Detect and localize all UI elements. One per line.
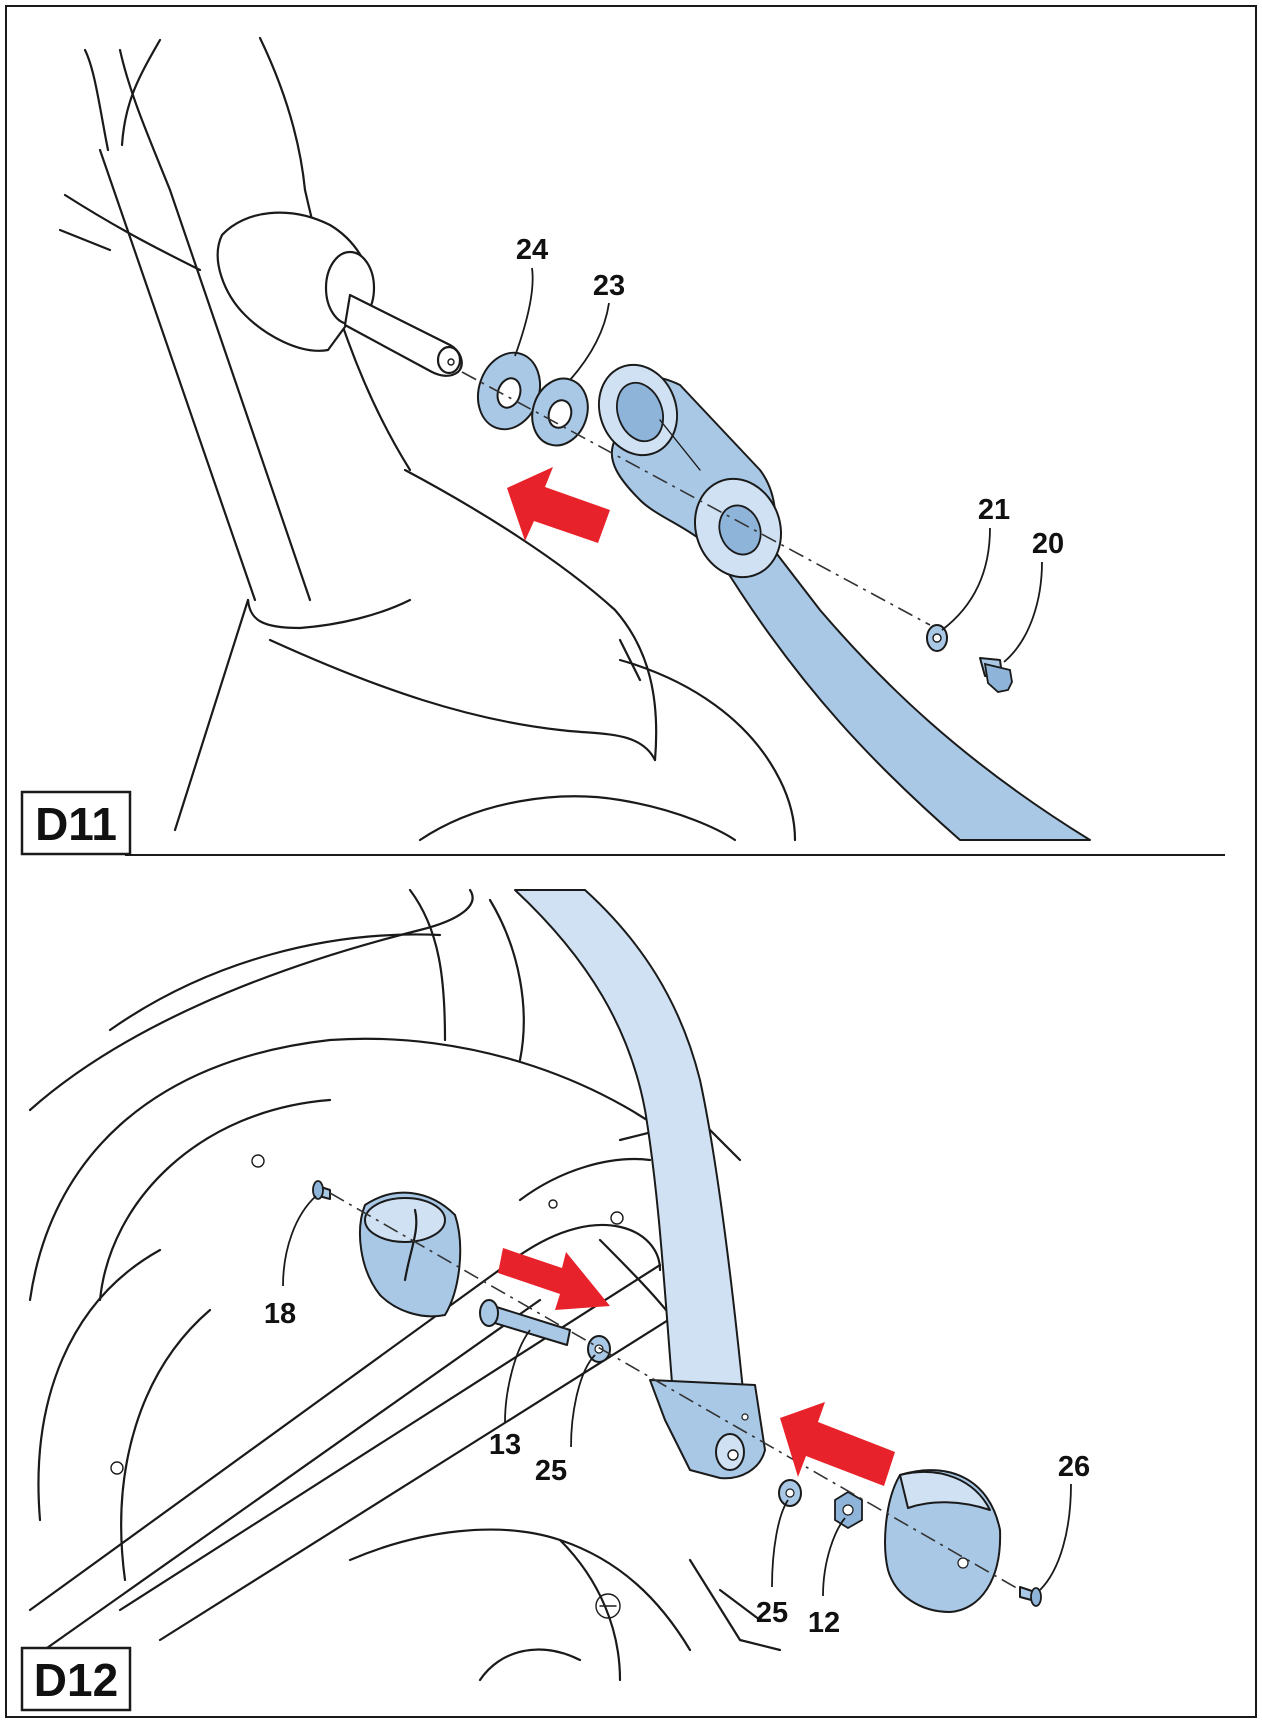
callout-24: 24 bbox=[516, 234, 548, 266]
callout-12: 12 bbox=[808, 1607, 840, 1639]
panel-d12: 18 13 25 25 12 26 D12 bbox=[20, 888, 1090, 1712]
axle-pin-13 bbox=[487, 1304, 571, 1346]
insert-direction-arrow bbox=[507, 467, 610, 543]
pedal-arm bbox=[599, 375, 1091, 841]
callout-21: 21 bbox=[978, 494, 1010, 526]
panel-d11: 24 23 21 20 D11 bbox=[20, 36, 1091, 856]
page-frame bbox=[5, 5, 1257, 1718]
callout-13: 13 bbox=[489, 1429, 521, 1461]
figure-label-box-d11 bbox=[20, 790, 132, 856]
separate-direction-arrow bbox=[498, 1248, 610, 1310]
callout-23: 23 bbox=[593, 270, 625, 302]
callout-18: 18 bbox=[264, 1298, 296, 1330]
callout-25-upper: 25 bbox=[535, 1455, 567, 1487]
insert-direction-arrow-right bbox=[780, 1402, 895, 1486]
callout-20: 20 bbox=[1032, 528, 1064, 560]
figure-label-d11: D11 bbox=[35, 798, 117, 850]
figure-label-d12: D12 bbox=[34, 1654, 118, 1706]
figure-label-box-d12 bbox=[20, 1646, 132, 1712]
callout-25-lower: 25 bbox=[756, 1597, 788, 1629]
callout-26: 26 bbox=[1058, 1451, 1090, 1483]
